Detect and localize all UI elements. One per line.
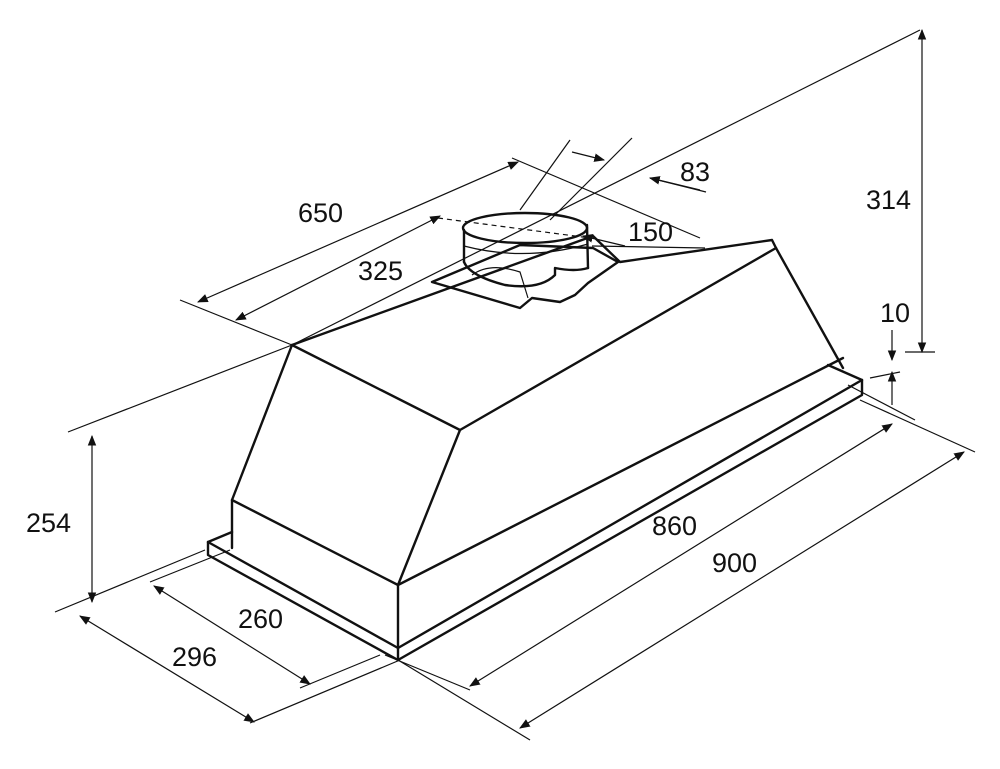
label-10: 10	[880, 298, 910, 328]
label-150: 150	[628, 217, 673, 247]
label-296: 296	[172, 642, 217, 672]
label-314: 314	[866, 185, 911, 215]
dimension-arrows	[79, 28, 965, 729]
outlet-centerline-dashed	[437, 217, 591, 239]
extension-lines	[54, 29, 976, 741]
arrow-83-right	[648, 176, 701, 191]
box-outline	[230, 234, 845, 550]
label-325: 325	[358, 256, 403, 286]
base-plate	[206, 363, 864, 662]
outlet-bottom-curve	[462, 260, 590, 288]
arrow-296	[79, 615, 255, 723]
label-83: 83	[680, 157, 710, 187]
outlet-flange	[430, 243, 620, 310]
arrow-83-left	[571, 151, 606, 162]
box-slant-edge	[290, 343, 462, 587]
box-right-face	[396, 356, 845, 587]
arrow-900	[519, 451, 965, 729]
box-top-ridge	[458, 246, 778, 432]
arrow-860	[469, 423, 893, 687]
label-900: 900	[712, 548, 757, 578]
arrow-325	[235, 215, 441, 321]
label-260: 260	[238, 604, 283, 634]
label-650: 650	[298, 198, 343, 228]
label-860: 860	[652, 511, 697, 541]
dimension-labels: 650 325 83 150 314 10 254 260 296 860 90…	[26, 157, 911, 672]
label-254: 254	[26, 508, 71, 538]
arrow-150	[581, 234, 626, 247]
